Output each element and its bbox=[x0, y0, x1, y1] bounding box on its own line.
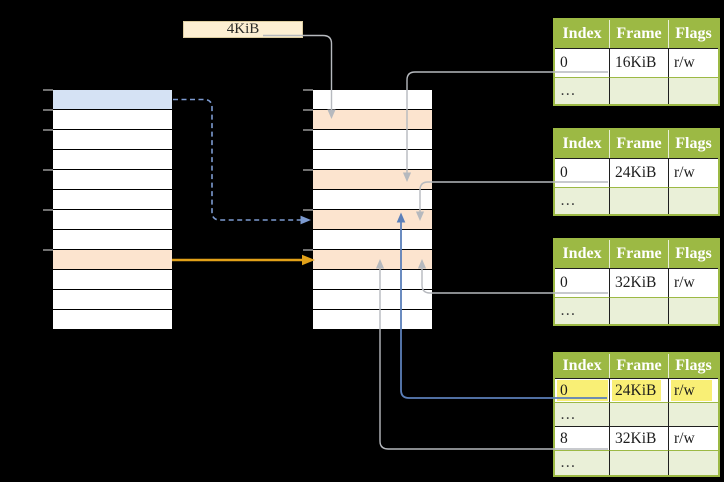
physical-memory-row-2 bbox=[313, 130, 432, 150]
virtual-memory-row-8 bbox=[53, 250, 172, 270]
page-table-4-header-flags: Flags bbox=[668, 354, 718, 378]
page-table-3-row0-cell1: 32KiB bbox=[609, 268, 668, 297]
page-table-2-header-index: Index bbox=[555, 130, 609, 158]
highlight-mark: r/w bbox=[671, 380, 712, 401]
physical-memory-row-11 bbox=[313, 310, 432, 330]
tick-mark bbox=[303, 109, 313, 111]
virtual-memory-row-10 bbox=[53, 290, 172, 310]
page-table-4-row0-cell1: 24KiB bbox=[609, 378, 668, 402]
page-table-2-header-frame: Frame bbox=[609, 130, 668, 158]
page-table-3-row1-cell1 bbox=[609, 297, 668, 324]
page-table-4-row1-cell0: … bbox=[555, 402, 609, 426]
page-table-1-header-index: Index bbox=[555, 20, 609, 48]
tick-mark bbox=[303, 169, 313, 171]
physical-memory-row-6 bbox=[313, 210, 432, 230]
page-table-4-row0-cell0: 0 bbox=[555, 378, 609, 402]
tick-mark bbox=[303, 209, 313, 211]
virtual-memory-row-0 bbox=[53, 90, 172, 110]
physical-memory-row-4 bbox=[313, 170, 432, 190]
tick-mark bbox=[43, 129, 53, 131]
physical-memory-row-1 bbox=[313, 110, 432, 130]
page-table-2-header-flags: Flags bbox=[668, 130, 718, 158]
virtual-memory-column bbox=[53, 90, 172, 330]
page-table-1-row0-cell1: 16KiB bbox=[609, 48, 668, 77]
page-table-1-header-frame: Frame bbox=[609, 20, 668, 48]
page-table-4-header-frame: Frame bbox=[609, 354, 668, 378]
size-label-box: 4KiB bbox=[183, 21, 303, 38]
page-table-3-row0-cell2: r/w bbox=[668, 268, 718, 297]
page-table-1-row0-cell0: 0 bbox=[555, 48, 609, 77]
page-table-4-header-index: Index bbox=[555, 354, 609, 378]
physical-memory-row-7 bbox=[313, 230, 432, 250]
page-table-1-row1-cell2 bbox=[668, 77, 718, 104]
page-table-4-row2-cell1: 32KiB bbox=[609, 426, 668, 450]
page-table-2-row1-cell1 bbox=[609, 187, 668, 214]
page-table-1-row1-cell0: … bbox=[555, 77, 609, 104]
tick-mark bbox=[43, 169, 53, 171]
page-table-3-row0-cell0: 0 bbox=[555, 268, 609, 297]
tick-mark bbox=[43, 209, 53, 211]
page-table-1-row1-cell1 bbox=[609, 77, 668, 104]
tick-mark bbox=[43, 89, 53, 91]
virtual-blue-row-dashed-arrow bbox=[173, 98, 301, 221]
page-table-1-header-flags: Flags bbox=[668, 20, 718, 48]
physical-memory-row-10 bbox=[313, 290, 432, 310]
page-table-3-row1-cell0: … bbox=[555, 297, 609, 324]
virtual-memory-row-9 bbox=[53, 270, 172, 290]
tick-mark bbox=[303, 129, 313, 131]
virtual-memory-row-7 bbox=[53, 230, 172, 250]
page-table-2-row1-cell2 bbox=[668, 187, 718, 214]
tick-mark bbox=[43, 249, 53, 251]
page-table-4-row0-cell2: r/w bbox=[668, 378, 718, 402]
virtual-memory-row-2 bbox=[53, 130, 172, 150]
page-table-3-header-flags: Flags bbox=[668, 240, 718, 268]
virtual-memory-row-11 bbox=[53, 310, 172, 330]
virtual-blue-row-arrowhead-icon bbox=[300, 215, 311, 225]
page-table-3-header-index: Index bbox=[555, 240, 609, 268]
virtual-memory-row-1 bbox=[53, 110, 172, 130]
page-table-4-row3-cell1 bbox=[609, 450, 668, 475]
tick-mark bbox=[43, 109, 53, 111]
page-table-1-row0-cell2: r/w bbox=[668, 48, 718, 77]
physical-memory-row-0 bbox=[313, 90, 432, 110]
tick-mark bbox=[303, 89, 313, 91]
physical-memory-row-9 bbox=[313, 270, 432, 290]
virtual-memory-row-5 bbox=[53, 190, 172, 210]
page-table-4-row2-cell0: 8 bbox=[555, 426, 609, 450]
virtual-memory-row-3 bbox=[53, 150, 172, 170]
tick-mark bbox=[303, 249, 313, 251]
page-table-4-row3-cell2 bbox=[668, 450, 718, 475]
page-table-4-row3-cell0: … bbox=[555, 450, 609, 475]
physical-memory-row-3 bbox=[313, 150, 432, 170]
page-table-4-row2-cell2: r/w bbox=[668, 426, 718, 450]
page-table-4-row1-cell2 bbox=[668, 402, 718, 426]
highlight-mark: 24KiB bbox=[612, 380, 661, 401]
page-table-2-row1-cell0: … bbox=[555, 187, 609, 214]
highlight-mark: 0 bbox=[557, 380, 608, 401]
page-table-3-row1-cell2 bbox=[668, 297, 718, 324]
page-table-2-row0-cell2: r/w bbox=[668, 158, 718, 187]
size-label-text: 4KiB bbox=[226, 21, 260, 37]
physical-memory-row-8 bbox=[313, 250, 432, 270]
virtual-memory-row-6 bbox=[53, 210, 172, 230]
page-table-2-row0-cell0: 0 bbox=[555, 158, 609, 187]
page-table-3-header-frame: Frame bbox=[609, 240, 668, 268]
page-table-4-row1-cell1 bbox=[609, 402, 668, 426]
physical-memory-row-5 bbox=[313, 190, 432, 210]
virtual-memory-row-4 bbox=[53, 170, 172, 190]
physical-memory-column bbox=[313, 90, 432, 330]
page-table-2-row0-cell1: 24KiB bbox=[609, 158, 668, 187]
